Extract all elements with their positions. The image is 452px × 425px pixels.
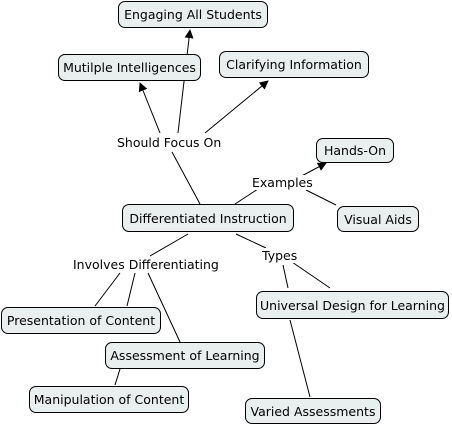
connector-di-to-examples: [234, 188, 259, 205]
connector-di-to-involves: [149, 233, 189, 257]
link-label-should-focus-on: Should Focus On: [115, 135, 224, 150]
connector-types-to-udl-2: [282, 264, 289, 289]
node-differentiated-instruction[interactable]: Differentiated Instruction: [122, 204, 294, 232]
connector-assessment-to-manipulation: [114, 368, 121, 386]
connector-types-to-udl: [291, 261, 331, 289]
node-hands-on[interactable]: Hands-On: [316, 138, 394, 163]
node-clarifying-information[interactable]: Clarifying Information: [219, 51, 369, 78]
connector-udl-to-varied: [289, 319, 311, 398]
connector-di-to-types: [235, 233, 267, 249]
node-manipulation-of-content[interactable]: Manipulation of Content: [29, 386, 189, 413]
connector-involves-to-presentation: [94, 272, 121, 307]
arrow-to-engaging: [177, 29, 194, 134]
node-assessment-of-learning[interactable]: Assessment of Learning: [105, 342, 265, 369]
node-varied-assessments[interactable]: Varied Assessments: [245, 398, 381, 424]
node-presentation-of-content[interactable]: Presentation of Content: [1, 307, 161, 334]
node-universal-design-for-learning[interactable]: Universal Design for Learning: [256, 291, 449, 319]
node-visual-aids[interactable]: Visual Aids: [337, 206, 419, 232]
link-label-examples: Examples: [250, 175, 315, 190]
connector-examples-to-visual-aids: [305, 189, 337, 206]
link-label-involves-differentiating: Involves Differentiating: [71, 257, 221, 272]
node-multiple-intelligences[interactable]: Mutilple Intelligences: [58, 54, 201, 81]
arrow-to-clarifying: [204, 80, 269, 134]
arrow-to-multiple-intelligences: [138, 82, 161, 134]
connector-involves-to-presentation-2: [126, 272, 136, 307]
connector-involves-to-assessment: [147, 272, 181, 343]
connector-di-to-focus: [171, 151, 201, 205]
node-engaging-all-students[interactable]: Engaging All Students: [118, 1, 268, 28]
link-label-types: Types: [260, 248, 300, 263]
